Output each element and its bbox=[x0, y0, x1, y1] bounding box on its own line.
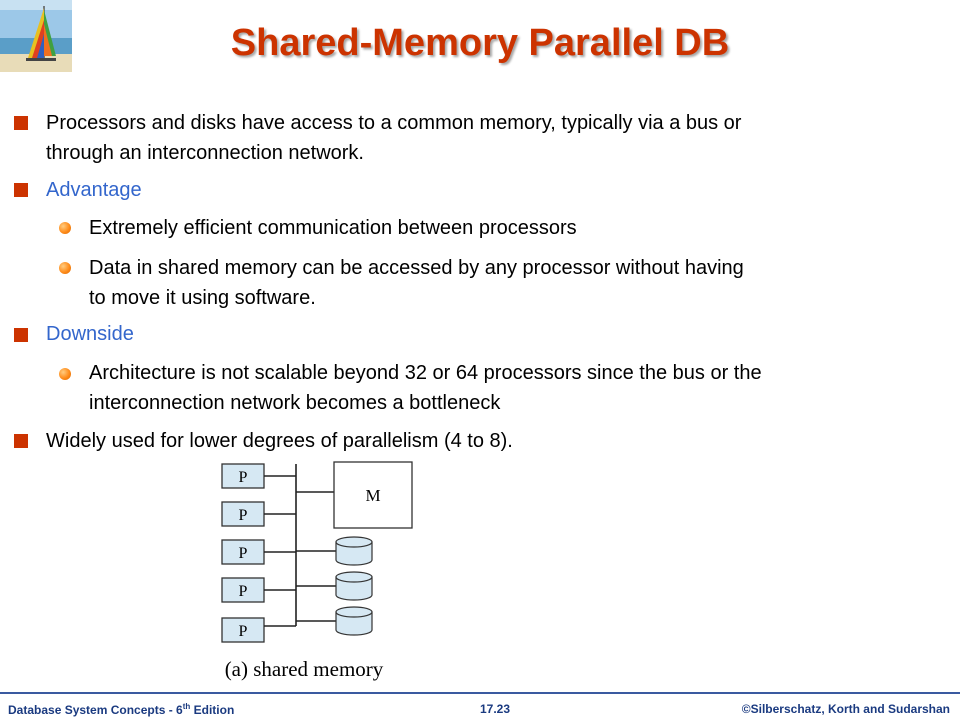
page-title: Shared-Memory Parallel DB bbox=[230, 22, 730, 64]
processor-box: P bbox=[221, 617, 296, 643]
sub-bullet-text: Data in shared memory can be accessed by… bbox=[89, 253, 909, 313]
sailboat-logo bbox=[0, 0, 72, 72]
processor-box: P bbox=[221, 463, 296, 489]
processor-box: P bbox=[221, 577, 296, 603]
bullet-line: through an interconnection network. bbox=[46, 142, 364, 164]
bullet-line: Advantage bbox=[46, 179, 142, 201]
memory-label: M bbox=[365, 486, 380, 505]
processor-box: P bbox=[221, 539, 296, 565]
bullet-text: Processors and disks have access to a co… bbox=[46, 108, 906, 168]
processor-label: P bbox=[239, 545, 248, 562]
sub-bullet-text: Architecture is not scalable beyond 32 o… bbox=[89, 358, 909, 418]
bullet-line: Architecture is not scalable beyond 32 o… bbox=[89, 362, 762, 384]
bullet-text: Widely used for lower degrees of paralle… bbox=[46, 426, 906, 456]
bullet-heading-downside: Downside bbox=[46, 319, 906, 349]
footer-book-title: Database System Concepts - 6th Edition bbox=[8, 702, 234, 717]
footer-bar: Database System Concepts - 6th Edition 1… bbox=[0, 692, 960, 722]
disk-icon bbox=[296, 571, 373, 601]
bullet-line: Data in shared memory can be accessed by… bbox=[89, 257, 744, 279]
bullet-line: Widely used for lower degrees of paralle… bbox=[46, 430, 513, 452]
sub-bullet-text: Extremely efficient communication betwee… bbox=[89, 213, 909, 243]
bullet-line: to move it using software. bbox=[89, 287, 316, 309]
square-bullet-icon bbox=[14, 183, 28, 197]
bullet-line: interconnection network becomes a bottle… bbox=[89, 392, 501, 414]
bullet-line: Downside bbox=[46, 323, 134, 345]
processor-label: P bbox=[239, 623, 248, 640]
footer-book-title-text: Database System Concepts - 6 bbox=[8, 703, 183, 717]
page-number: 17.23 bbox=[480, 702, 511, 716]
square-bullet-icon bbox=[14, 434, 28, 448]
round-bullet-icon bbox=[59, 262, 71, 274]
shared-memory-diagram: P P P P P M (a) shared mem bbox=[221, 461, 413, 681]
disk-icon bbox=[296, 606, 373, 636]
bullet-list: Processors and disks have access to a co… bbox=[14, 108, 909, 456]
bullet-line: Extremely efficient communication betwee… bbox=[89, 217, 577, 239]
figure-caption: (a) shared memory bbox=[225, 657, 384, 681]
memory-box: M bbox=[296, 461, 413, 529]
round-bullet-icon bbox=[59, 368, 71, 380]
round-bullet-icon bbox=[59, 222, 71, 234]
bullet-line: Processors and disks have access to a co… bbox=[46, 112, 742, 134]
footer-edition-suffix: Edition bbox=[190, 703, 235, 717]
disk-icon bbox=[296, 536, 373, 566]
processor-label: P bbox=[239, 583, 248, 600]
square-bullet-icon bbox=[14, 116, 28, 130]
processor-label: P bbox=[239, 469, 248, 486]
square-bullet-icon bbox=[14, 328, 28, 342]
bullet-heading-advantage: Advantage bbox=[46, 175, 906, 205]
footer-edition-sup: th bbox=[182, 702, 191, 711]
processor-box: P bbox=[221, 501, 296, 527]
footer-copyright: ©Silberschatz, Korth and Sudarshan bbox=[741, 702, 950, 716]
processor-label: P bbox=[239, 507, 248, 524]
